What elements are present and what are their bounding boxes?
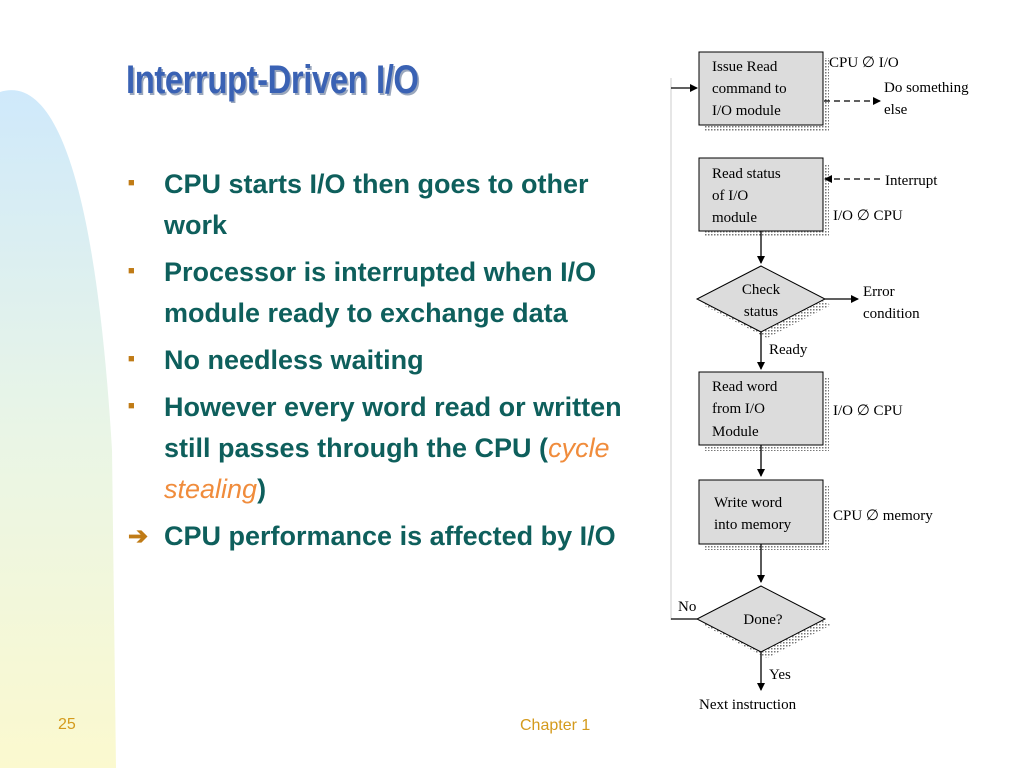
bullet-text-1: CPU starts I/O then goes to other work (164, 169, 589, 240)
box3-line-2: from I/O (712, 401, 765, 417)
box2-line-3: module (712, 210, 757, 226)
do-something-line-1: Do something (884, 80, 969, 96)
box1-line-1: Issue Read (712, 59, 778, 75)
diamond1-line-2: status (744, 304, 778, 320)
box1-line-3: I/O module (712, 103, 781, 119)
box-read-word (698, 371, 824, 446)
box3-line-1: Read word (712, 379, 778, 395)
bullet-list: ■ CPU starts I/O then goes to other work… (128, 164, 648, 563)
box2-line-2: of I/O (712, 188, 748, 204)
box2-line-1: Read status (712, 166, 781, 182)
box2-side-label: I/O ∅ CPU (833, 208, 903, 224)
bullet-item-5: ➔ CPU performance is affected by I/O (128, 516, 648, 557)
diamond2-label: Done? (743, 612, 782, 628)
square-bullet-icon: ■ (128, 265, 135, 277)
square-bullet-icon: ■ (128, 177, 135, 189)
bullet-text-2: Processor is interrupted when I/O module… (164, 257, 597, 328)
diamond-check-status (695, 265, 827, 333)
box4-side-label: CPU ∅ memory (833, 508, 933, 524)
bullet-item-4: ■ However every word read or written sti… (128, 387, 648, 510)
square-bullet-icon: ■ (128, 400, 135, 412)
box-read-status (698, 157, 824, 232)
error-line-2: condition (863, 306, 920, 322)
square-bullet-icon: ■ (128, 353, 135, 365)
box3-line-3: Module (712, 424, 759, 440)
box1-side-label: CPU ∅ I/O (829, 55, 899, 71)
next-instruction-label: Next instruction (699, 697, 797, 713)
ready-label: Ready (769, 342, 808, 358)
footer-chapter: Chapter 1 (520, 717, 591, 734)
bullet-text-5: CPU performance is affected by I/O (164, 521, 616, 551)
box4-line-2: into memory (714, 517, 792, 533)
do-something-line-2: else (884, 102, 908, 118)
bullet-text-3: No needless waiting (164, 345, 424, 375)
background-wave (0, 90, 116, 768)
box1-line-2: command to (712, 81, 787, 97)
box3-side-label: I/O ∅ CPU (833, 403, 903, 419)
diamond1-line-1: Check (742, 282, 781, 298)
bullet-text-4-italic: cycle stealing (164, 433, 610, 504)
slide-title: Interrupt-Driven I/O (126, 58, 419, 102)
box4-line-1: Write word (714, 495, 783, 511)
bullet-text-4b: ) (257, 474, 267, 504)
yes-label: Yes (769, 667, 791, 683)
bullet-text-4a: However every word read or written still… (164, 392, 622, 463)
bullet-item-1: ■ CPU starts I/O then goes to other work (128, 164, 648, 246)
arrow-right-icon: ➔ (128, 523, 149, 550)
box-issue-read (698, 51, 824, 126)
error-line-1: Error (863, 284, 895, 300)
interrupt-label: Interrupt (885, 173, 938, 189)
bullet-item-2: ■ Processor is interrupted when I/O modu… (128, 252, 648, 334)
page-number: 25 (58, 716, 76, 733)
box-write-word (698, 479, 824, 545)
bullet-item-3: ■ No needless waiting (128, 340, 648, 381)
no-label: No (678, 599, 696, 615)
